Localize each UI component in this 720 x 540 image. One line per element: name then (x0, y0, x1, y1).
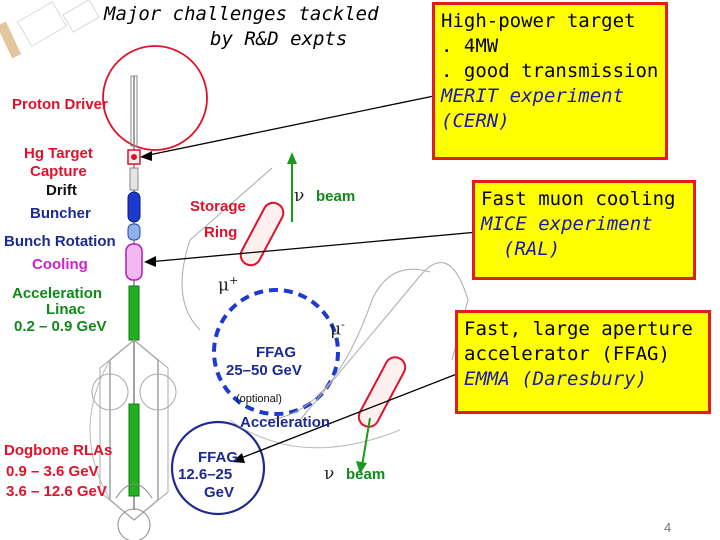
callout-ffag-accelerator: Fast, large aperture accelerator (FFAG) … (455, 310, 711, 414)
label-acceleration: Acceleration (240, 414, 331, 431)
page-number: 4 (664, 520, 672, 535)
mu-minus-symbol: μ- (330, 318, 345, 340)
label-linac-energy: 0.2 – 0.9 GeV (14, 318, 107, 335)
label-nu-beam-top: beam (316, 188, 356, 205)
callout-experiment: MICE experiment (481, 213, 653, 235)
callout-line: Fast, large aperture (464, 318, 693, 340)
nu-symbol-bottom: ν (324, 464, 335, 484)
title-line-1: Major challenges tackled (104, 3, 379, 25)
storage-ring-upper (239, 201, 285, 267)
callout-line: . 4MW (441, 35, 499, 57)
corner-decoration (0, 0, 100, 59)
ffag-small-ring (170, 420, 266, 516)
pointer-ffag (235, 371, 463, 461)
label-ffag-optional: (optional) (236, 393, 282, 405)
callout-experiment: MERIT experiment (441, 85, 625, 107)
label-buncher: Buncher (30, 205, 91, 222)
callout-high-power-target: High-power target . 4MW . good transmiss… (432, 2, 668, 160)
label-ffag-small: FFAG (198, 449, 238, 466)
callout-line: Fast muon cooling (481, 188, 676, 210)
beamline-upper (130, 75, 138, 147)
callout-lab: (RAL) (503, 238, 561, 260)
callout-muon-cooling: Fast muon cooling MICE experiment (RAL) (472, 180, 696, 280)
pointer-cooling (147, 231, 479, 263)
ffag-big-ring (212, 288, 340, 416)
label-dogbone: Dogbone RLAs (4, 442, 113, 459)
label-drift: Drift (46, 182, 77, 199)
slide-title: Major challenges tackled by R&D expts (104, 2, 404, 52)
label-bunch-rotation: Bunch Rotation (4, 233, 116, 250)
label-capture: Capture (30, 163, 87, 180)
buncher-element (127, 191, 141, 223)
storage-ring-lower (357, 356, 407, 428)
cooling-element (125, 243, 143, 281)
callout-experiment: EMMA (Daresbury) (464, 368, 648, 390)
linac-element (128, 285, 140, 341)
title-line-2: by R&D expts (210, 28, 348, 50)
callout-line: High-power target (441, 10, 636, 32)
label-dogbone-energy-1: 0.9 – 3.6 GeV (6, 463, 99, 480)
label-ffag-small-unit: GeV (204, 484, 235, 501)
label-proton-driver: Proton Driver (12, 96, 108, 113)
label-dogbone-energy-2: 3.6 – 12.6 GeV (6, 483, 107, 500)
label-ffag-big-energy: 25–50 GeV (226, 362, 302, 379)
nu-symbol-top: ν (294, 186, 305, 206)
label-acceleration-linac-2: Linac (46, 301, 86, 318)
label-hg-target: Hg Target (24, 145, 93, 162)
label-storage: Storage (190, 198, 246, 215)
callout-lab: (CERN) (441, 110, 510, 132)
callout-line: accelerator (FFAG) (464, 343, 670, 365)
label-acceleration-linac-1: Acceleration (12, 285, 103, 302)
pointer-target (143, 95, 435, 157)
label-cooling: Cooling (32, 256, 88, 273)
label-ffag-big: FFAG (256, 344, 296, 361)
label-ffag-small-energy: 12.6–25 (178, 466, 233, 483)
nu-beam-arrow-bottom (361, 417, 371, 467)
mu-plus-symbol: μ+ (218, 274, 239, 296)
label-nu-beam-bottom: beam (346, 466, 386, 483)
label-ring: Ring (204, 224, 238, 241)
callout-line: . good transmission (441, 60, 659, 82)
proton-driver-ring (102, 45, 208, 151)
